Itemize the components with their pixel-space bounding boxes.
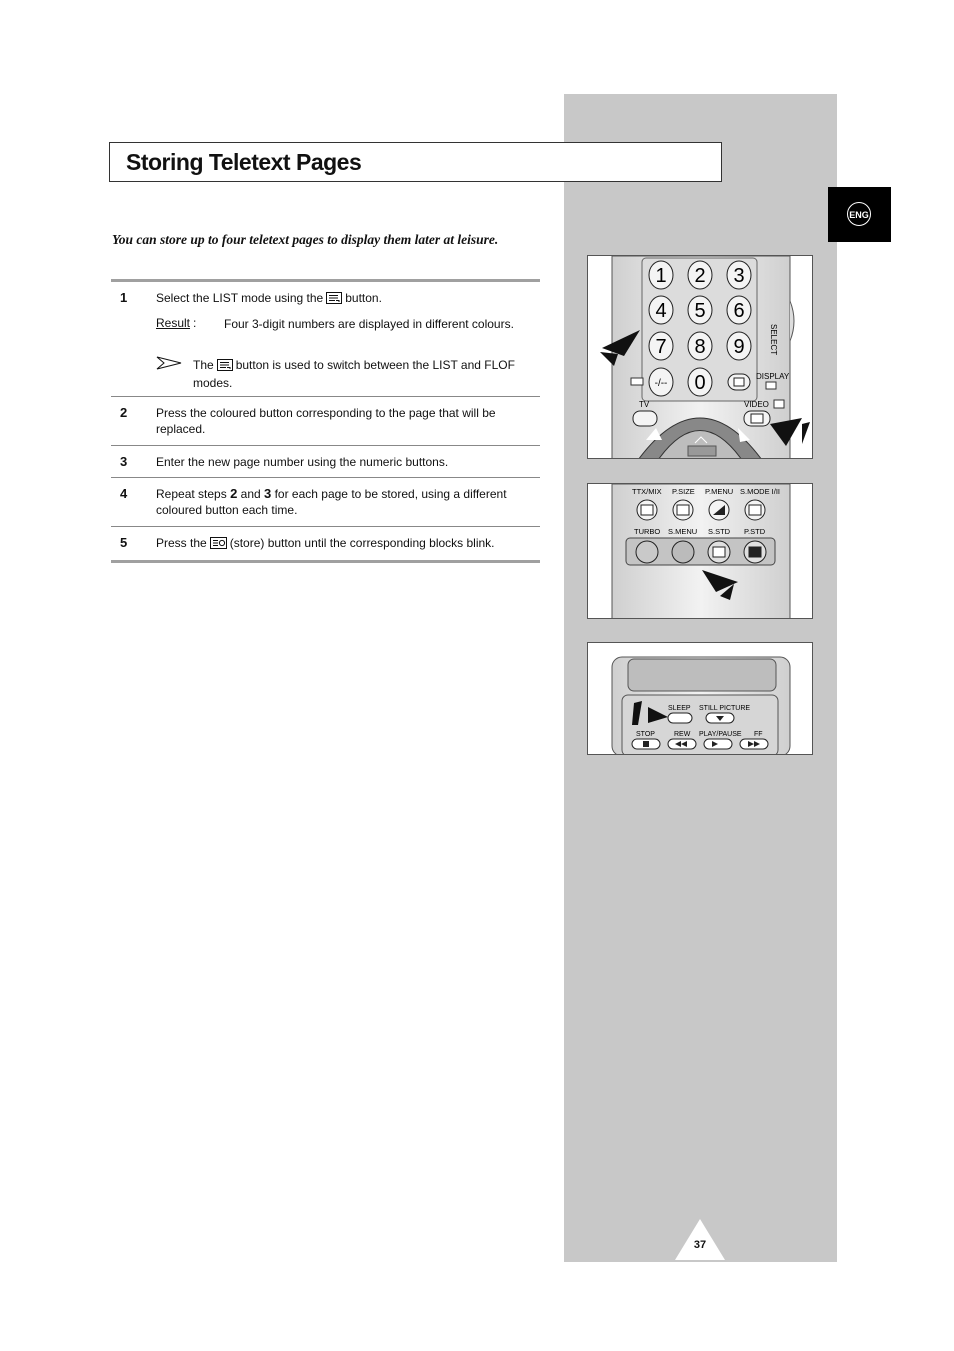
result-colon: : <box>193 316 197 330</box>
turbo-label: TURBO <box>634 527 660 536</box>
note-arrow-icon <box>156 356 182 375</box>
step-divider <box>111 445 540 446</box>
digit-label: 9 <box>733 336 744 358</box>
title-box: Storing Teletext Pages <box>109 142 722 182</box>
digit-label: 3 <box>733 265 744 287</box>
digit-button <box>687 331 713 361</box>
step-number: 4 <box>120 486 128 501</box>
p-std-label: P.STD <box>744 527 766 536</box>
turbo-button <box>635 540 659 564</box>
digit-button <box>648 331 674 361</box>
step-text-part: (store) button until the corresponding b… <box>229 536 495 550</box>
note-text-part: The <box>193 358 214 372</box>
remote-illustration-vcr: SLEEP STILL PICTURE STOP REW PLAY/PAUSE … <box>587 642 813 755</box>
step-text: Press the coloured button corresponding … <box>156 406 496 436</box>
ff-label: FF <box>754 731 763 738</box>
display-label: DISPLAY <box>756 372 790 381</box>
s-menu-button <box>671 540 695 564</box>
list-icon <box>216 359 233 375</box>
s-std-label: S.STD <box>708 527 731 536</box>
step-text-part: Select the LIST mode using the <box>156 291 324 305</box>
page-number: 37 <box>675 1219 725 1260</box>
step-number: 1 <box>120 290 128 305</box>
stop-label: STOP <box>636 731 655 738</box>
remote-illustration-function: TTX/MIX P.SIZE P.MENU S.MODE I/II TURBO … <box>587 483 813 619</box>
p-menu-label: P.MENU <box>705 487 733 496</box>
store-button <box>667 712 693 724</box>
step-text: Enter the new page number using the nume… <box>156 455 449 469</box>
result-text: Four 3-digit numbers are displayed in di… <box>224 317 514 331</box>
digit-button <box>726 295 752 325</box>
digit-button <box>687 367 713 397</box>
list-icon <box>630 377 644 386</box>
step-ref: 3 <box>264 486 272 501</box>
step-text: Press the (store) button until the corres… <box>156 535 534 553</box>
table-top-rule <box>111 279 540 282</box>
digit-button <box>726 331 752 361</box>
table-bottom-rule <box>111 560 540 563</box>
step-text-part: button. <box>345 291 382 305</box>
select-label: SELECT <box>769 324 778 355</box>
digit-label: 6 <box>733 300 744 322</box>
step-ref: 2 <box>230 486 238 501</box>
store-icon <box>209 537 227 553</box>
intro-text: You can store up to four teletext pages … <box>112 232 499 247</box>
tv-label: TV <box>639 400 650 409</box>
language-tab: ENG <box>828 187 891 242</box>
digit-label: 4 <box>655 300 666 322</box>
digit-label: 5 <box>694 300 705 322</box>
digit-label: 1 <box>655 265 666 287</box>
digit-label: 8 <box>694 336 705 358</box>
remote-illustration-numeric: 1 2 3 4 5 6 7 8 9 -/-- 0 SELECT DISPLAY TV VIDEO <box>587 255 813 459</box>
language-badge: ENG <box>847 202 871 226</box>
step-divider <box>111 396 540 397</box>
step-number: 2 <box>120 405 128 420</box>
digit-button <box>726 260 752 290</box>
step-text-part: Repeat steps <box>156 487 227 501</box>
digit-button <box>648 295 674 325</box>
pointer-arrow-icon <box>770 418 802 446</box>
step-text-part: Press the <box>156 536 207 550</box>
digit-button <box>687 260 713 290</box>
step-text-part: and <box>240 487 261 501</box>
page-title: Storing Teletext Pages <box>126 149 362 175</box>
digit-buttons: 1 2 3 4 5 6 7 8 9 -/-- 0 <box>648 260 752 397</box>
step-number: 3 <box>120 454 128 469</box>
step-divider <box>111 526 540 527</box>
pointer-arrow-icon <box>632 701 642 725</box>
still-picture-label: STILL PICTURE <box>699 705 750 712</box>
digit-label: 7 <box>655 336 666 358</box>
rew-label: REW <box>674 731 691 738</box>
digit-label: 2 <box>694 265 705 287</box>
result-label: Result <box>156 316 191 330</box>
s-menu-label: S.MENU <box>668 527 697 536</box>
step-text: Select the LIST mode using the button. <box>156 290 534 308</box>
sleep-label: SLEEP <box>668 705 691 712</box>
page-number-text: 37 <box>693 1239 707 1251</box>
s-mode-label: S.MODE I/II <box>740 487 780 496</box>
digit-label: 0 <box>694 372 705 394</box>
step-text-part: for each page to be stored, using a diff… <box>156 487 507 517</box>
p-size-label: P.SIZE <box>672 487 695 496</box>
step-number: 5 <box>120 535 128 550</box>
list-icon <box>326 292 343 308</box>
pointer-arrow-icon <box>702 570 738 592</box>
ttx-mix-label: TTX/MIX <box>632 487 662 496</box>
digit-button <box>648 260 674 290</box>
digit-button <box>648 367 674 397</box>
note-text-part: button is used to switch between the LIS… <box>193 358 515 390</box>
tv-button <box>632 410 658 427</box>
pointer-arrow-icon <box>602 330 640 356</box>
digit-button <box>687 295 713 325</box>
step-divider <box>111 477 540 478</box>
video-label: VIDEO <box>744 400 769 409</box>
display-icon <box>765 381 777 390</box>
play-pause-label: PLAY/PAUSE <box>699 731 742 738</box>
digit-label: -/-- <box>655 378 668 389</box>
step-text: Repeat steps 2 and 3 for each page to be… <box>156 486 534 518</box>
